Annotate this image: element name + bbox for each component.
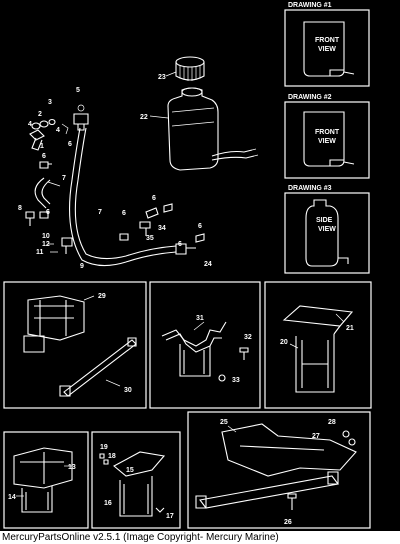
callout: 6: [68, 141, 72, 148]
callout: 21: [346, 325, 354, 332]
view-label: VIEW: [318, 226, 336, 233]
callout: 2: [38, 111, 42, 118]
view-label: SIDE: [316, 217, 333, 224]
callout: 9: [80, 263, 84, 270]
panel-bracket-31: 31 32 33: [149, 281, 261, 409]
callout: 20: [280, 339, 288, 346]
callout: 23: [158, 74, 166, 81]
callout: 35: [146, 235, 154, 242]
drawing-title: DRAWING #3: [288, 185, 332, 192]
callout: 25: [220, 419, 228, 426]
panel-bracket-13: 13 14: [3, 431, 89, 529]
callout: 33: [232, 377, 240, 384]
callout: 17: [166, 513, 174, 520]
copyright-caption: MercuryPartsOnline v2.5.1 (Image Copyrig…: [0, 531, 400, 544]
callout: 26: [284, 519, 292, 526]
callout: 29: [98, 293, 106, 300]
panel-bracket-29: 29 30: [3, 281, 147, 409]
drawing-2: DRAWING #2 FRONT VIEW: [284, 94, 370, 179]
callout: 5: [76, 87, 80, 94]
callout: 6: [178, 241, 182, 248]
top-callouts: 2 3 4 1 4 5 6 6 7 7 8 6 9 10 12 11 6 34 …: [18, 74, 212, 270]
callout: 28: [328, 419, 336, 426]
callout: 7: [98, 209, 102, 216]
callout: 6: [42, 153, 46, 160]
callout: 6: [122, 210, 126, 217]
drawing-title: DRAWING #1: [288, 2, 332, 9]
drawing-1: DRAWING #1 FRONT VIEW: [284, 2, 370, 87]
callout: 16: [104, 500, 112, 507]
panel-bracket-20: 21 20: [264, 281, 372, 409]
callout: 15: [126, 467, 134, 474]
callout: 11: [36, 249, 44, 256]
callout: 6: [198, 223, 202, 230]
callout: 13: [68, 464, 76, 471]
drawing-3: DRAWING #3 SIDE VIEW: [284, 185, 370, 274]
callout: 18: [108, 453, 116, 460]
parts-diagram: 2 3 4 1 4 5 6 6 7 7 8 6 9 10 12 11 6 34 …: [3, 2, 372, 529]
view-label: VIEW: [318, 138, 336, 145]
callout: 19: [100, 444, 108, 451]
view-label: VIEW: [318, 46, 336, 53]
callout: 1: [40, 143, 44, 150]
callout: 6: [152, 195, 156, 202]
callout: 30: [124, 387, 132, 394]
callout: 8: [18, 205, 22, 212]
reservoir-assembly: [25, 56, 259, 267]
callout: 7: [62, 175, 66, 182]
callout: 32: [244, 334, 252, 341]
callout: 10: [42, 233, 50, 240]
callout: 12: [42, 241, 50, 248]
callout: 27: [312, 433, 320, 440]
callout: 4: [28, 121, 32, 128]
callout: 22: [140, 114, 148, 121]
panel-bracket-25: 25 28 27 26: [187, 411, 371, 529]
callout: 31: [196, 315, 204, 322]
callout: 34: [158, 225, 166, 232]
callout: 4: [56, 127, 60, 134]
view-label: FRONT: [315, 37, 340, 44]
callout: 14: [8, 494, 16, 501]
drawing-title: DRAWING #2: [288, 94, 332, 101]
panel-bracket-15: 19 18 15 16 17: [91, 431, 181, 529]
callout: 24: [204, 261, 212, 268]
view-label: FRONT: [315, 129, 340, 136]
callout: 6: [46, 209, 50, 216]
callout: 3: [48, 99, 52, 106]
